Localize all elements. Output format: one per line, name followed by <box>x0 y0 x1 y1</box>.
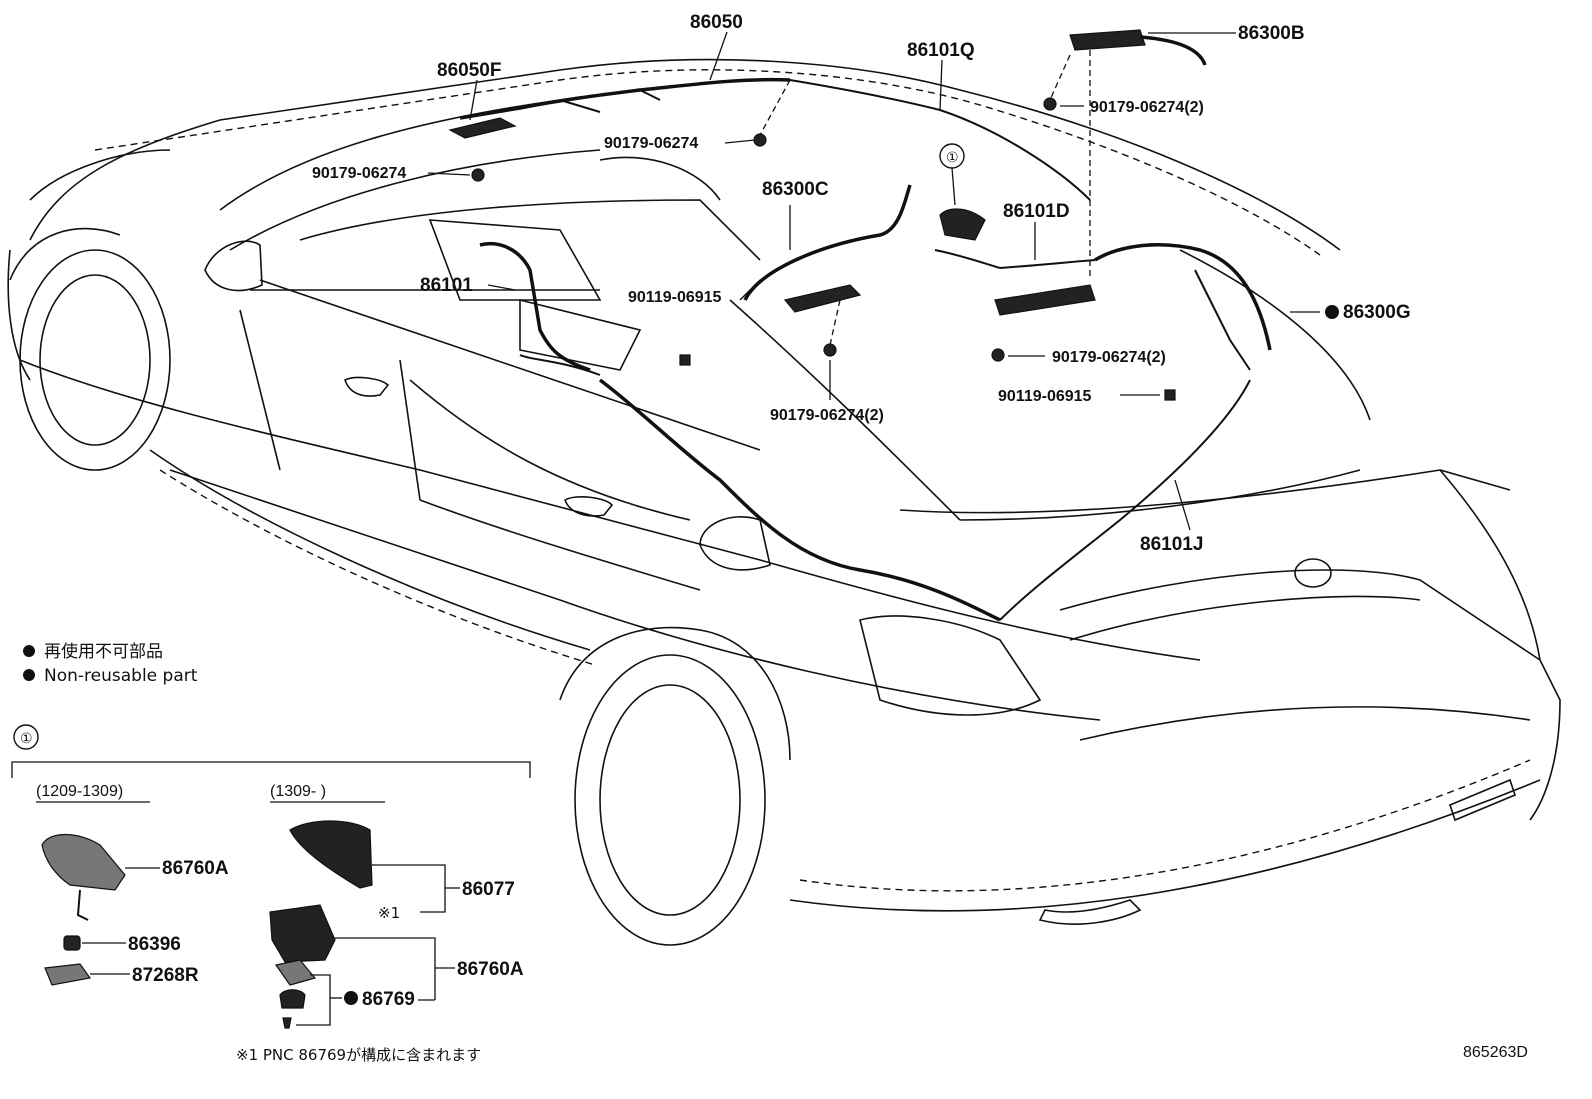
callout-86101J: 86101J <box>1140 534 1203 555</box>
callout-90179-06274-left: 90179-06274 <box>312 165 406 182</box>
connector-87268R <box>44 963 92 986</box>
callout-86300B: 86300B <box>1238 23 1305 44</box>
antenna-element-86050F <box>448 117 517 139</box>
footnote: ※1 PNC 86769が構成に含まれます <box>236 1046 481 1064</box>
antenna-module-ref1 <box>934 208 1001 269</box>
leader-lines <box>427 31 1320 531</box>
inset-range-2: (1309- ) <box>270 783 326 800</box>
antenna-86760A-old <box>41 833 126 891</box>
inset-87268R: 87268R <box>132 965 199 986</box>
callout-86101D: 86101D <box>1003 201 1070 222</box>
inset-detail: ① (1209-1309) (1309- ) 86760A 86396 8726… <box>11 724 531 1029</box>
wire-harness-86050 <box>459 77 791 120</box>
callout-90179-06274-2-lower: 90179-06274(2) <box>770 407 884 424</box>
clip-fasteners <box>471 97 1176 401</box>
legend-text-en: Non-reusable part <box>44 666 198 686</box>
screw <box>282 1017 292 1029</box>
non-reusable-dot <box>1325 305 1339 319</box>
callout-90119-06915-right: 90119-06915 <box>998 388 1092 405</box>
inset-86760A-1: 86760A <box>162 858 229 879</box>
non-reusable-dot-inset <box>344 991 358 1005</box>
callout-86050: 86050 <box>690 12 743 33</box>
ref-circle-1-label: ① <box>946 150 959 166</box>
inset-bracket <box>11 761 531 778</box>
inset-ref-circle <box>13 724 39 750</box>
callout-86101: 86101 <box>420 275 473 296</box>
diagram-code: 865263D <box>1463 1044 1528 1061</box>
inset-86760A-2: 86760A <box>457 959 524 980</box>
antenna-86300C <box>743 184 912 313</box>
legend-text-jp: 再使用不可部品 <box>44 641 163 662</box>
inset-range-1: (1209-1309) <box>36 783 123 800</box>
antenna-cover-86077 <box>289 820 373 889</box>
antenna-86300G <box>1094 243 1272 371</box>
nut-86769 <box>279 989 306 1009</box>
antenna-base-86760A <box>269 904 336 963</box>
callout-90179-06274-center: 90179-06274 <box>604 135 698 152</box>
legend-dot-2 <box>23 669 35 681</box>
inset-86769: 86769 <box>362 989 415 1010</box>
callout-86300G: 86300G <box>1343 302 1411 323</box>
pad-86396 <box>63 935 81 951</box>
wire-harness-86101 <box>479 242 1001 622</box>
gasket <box>274 959 317 986</box>
car-body-outline <box>7 58 1561 946</box>
wire-harness-86101J <box>999 379 1251 621</box>
legend-dot-1 <box>23 645 35 657</box>
wire-harness-86101D <box>994 259 1096 316</box>
inset-86077: 86077 <box>462 879 515 900</box>
inset-note-mark: ※1 <box>378 904 400 922</box>
callout-86300C: 86300C <box>762 179 829 200</box>
callout-86101Q: 86101Q <box>907 40 975 61</box>
antenna-86300B <box>1069 29 1207 66</box>
callout-90179-06274-2-top: 90179-06274(2) <box>1090 99 1204 116</box>
inset-ref-label: ① <box>20 731 33 747</box>
inset-86396: 86396 <box>128 934 181 955</box>
callout-90179-06274-2-right: 90179-06274(2) <box>1052 349 1166 366</box>
callout-86050F: 86050F <box>437 60 501 81</box>
legend: 再使用不可部品 Non-reusable part <box>23 641 198 686</box>
wire-harness-86101Q <box>789 79 1091 201</box>
callout-90119-06915-center: 90119-06915 <box>628 289 722 306</box>
